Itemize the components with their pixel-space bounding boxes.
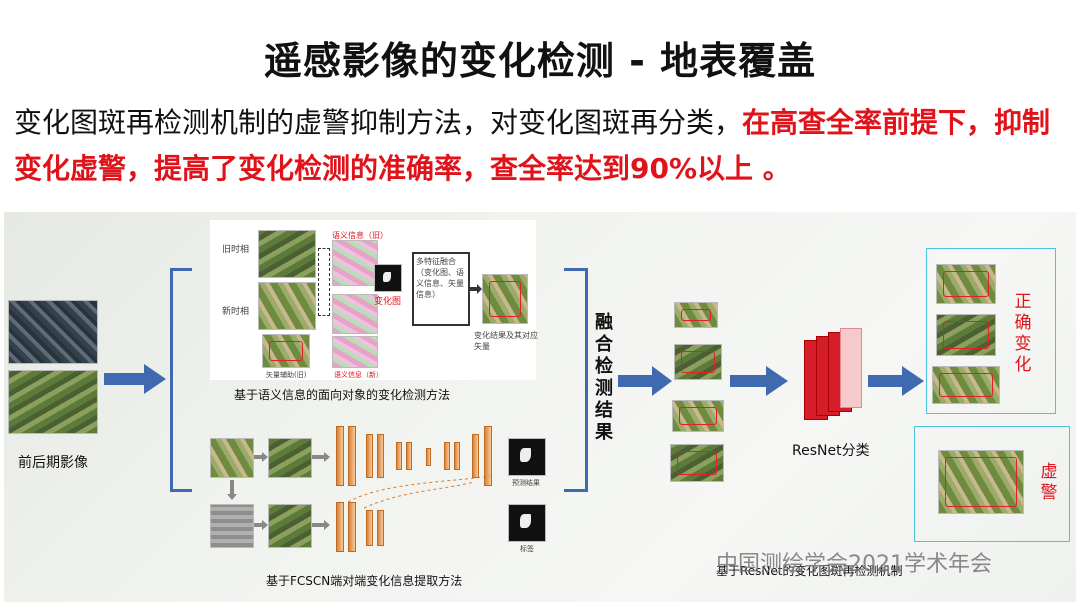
semantic-old-image — [332, 240, 378, 286]
ground-truth-label: 标签 — [520, 545, 534, 553]
fcscn-input-4 — [268, 504, 312, 548]
fcscn-arrow-4-icon — [312, 520, 330, 530]
intro-highlight-bold: 90% — [630, 152, 698, 185]
cnn-layer — [484, 426, 492, 486]
semantic-new-image — [332, 294, 378, 334]
input-images-label: 前后期影像 — [18, 455, 88, 471]
correct-change-patch-3 — [932, 366, 1000, 404]
old-phase-label: 旧时相 — [222, 245, 250, 255]
prediction-result-label: 预测结果 — [512, 479, 540, 487]
intro-highlight-2: 以上 。 — [697, 152, 791, 185]
cnn-layer — [472, 434, 479, 478]
new-phase-label: 新时相 — [222, 307, 250, 317]
cnn-layer — [377, 510, 384, 546]
method3-label: 基于ResNet的变化图斑再检测机制 — [716, 564, 903, 578]
skip-connections-icon — [347, 475, 491, 509]
cnn-layer — [348, 502, 356, 552]
old-phase-image — [258, 230, 316, 278]
prediction-result-image — [508, 438, 546, 476]
intro-text: 变化图斑再检测机制的虚警抑制方法，对变化图斑再分类，在高查全率前提下，抑制变化虚… — [14, 100, 1069, 192]
method-bracket-left — [170, 268, 192, 492]
input-image-before — [8, 300, 98, 364]
fusion-box-label: 多特征融合（变化图、语义信息、矢量信息） — [416, 257, 464, 299]
arrow-right-icon — [104, 364, 166, 394]
vector-aux-image — [262, 334, 310, 368]
false-alarm-box — [914, 426, 1070, 542]
cnn-layer — [396, 442, 402, 470]
candidate-patch-3 — [672, 400, 724, 432]
candidate-patch-2 — [674, 344, 722, 380]
cnn-layer — [336, 426, 344, 486]
cnn-layer — [454, 442, 460, 470]
intro-highlight-1: 在高查全率前提下，抑制变化虚警，提高了变化检测的准确率，查全率达到 — [14, 106, 1051, 185]
ground-truth-image — [508, 504, 546, 542]
diagram-panel: 前后期影像 旧时相 新时相 语义信息（旧） 变化图 多特征融合（变化图、语义信息… — [4, 212, 1076, 602]
fuse-result-label: 融合检测结果 — [595, 312, 613, 443]
vector-aux-label: 矢量辅助(旧) — [266, 371, 307, 379]
cnn-layer — [426, 448, 431, 466]
cnn-layer — [366, 434, 373, 478]
resnet-layer-light — [840, 328, 862, 408]
intro-normal: 变化图斑再检测机制的虚警抑制方法，对变化图斑再分类， — [14, 106, 743, 139]
page-title: 遥感影像的变化检测 - 地表覆盖 — [263, 39, 817, 83]
cnn-layer — [406, 442, 412, 470]
change-result-label: 变化结果及其对应矢量 — [474, 331, 538, 351]
arrow-right-icon — [618, 366, 672, 396]
fcscn-input-1 — [210, 438, 254, 478]
input-image-after — [8, 370, 98, 434]
semantic-old-label: 语义信息（旧） — [332, 231, 388, 240]
cnn-layer — [377, 434, 384, 478]
semantic-new-lower-image — [332, 336, 378, 368]
small-arrow-icon — [470, 284, 482, 294]
new-phase-image — [258, 282, 316, 330]
correct-change-patch-1 — [936, 264, 996, 304]
change-result-image — [482, 274, 528, 324]
correct-change-patch-2 — [936, 314, 996, 356]
arrow-right-icon — [730, 366, 788, 396]
candidate-patch-1 — [674, 302, 718, 328]
correct-change-label: 正确变化 — [1014, 292, 1032, 375]
cnn-layer — [444, 442, 450, 470]
change-map-image — [374, 264, 402, 292]
method2-label: 基于FCSCN端对端变化信息提取方法 — [266, 574, 463, 588]
fcscn-input-3 — [210, 504, 254, 548]
method-bracket-right — [564, 268, 588, 492]
cnn-layer — [348, 426, 356, 486]
fcscn-arrow-1-icon — [254, 452, 268, 462]
fcscn-arrow-3-icon — [254, 520, 268, 530]
fcscn-arrow-down-icon — [227, 480, 237, 500]
arrow-right-icon — [868, 366, 924, 396]
candidate-patch-4 — [670, 444, 724, 482]
cnn-layer — [366, 510, 373, 546]
semantic-new-label: 语义信息（新） — [334, 371, 383, 379]
cnn-layer — [336, 502, 344, 552]
correct-change-box — [926, 248, 1056, 414]
change-map-label: 变化图 — [374, 297, 402, 307]
false-alarm-label: 虚警 — [1040, 462, 1058, 503]
resnet-label: ResNet分类 — [792, 443, 870, 459]
method1-label: 基于语义信息的面向对象的变化检测方法 — [234, 388, 451, 402]
fcscn-arrow-2-icon — [312, 452, 330, 462]
conference-watermark: 中国测绘学会2021学术年会 — [716, 552, 992, 577]
false-alarm-patch — [938, 450, 1024, 514]
fcscn-input-2 — [268, 438, 312, 478]
semantic-segmentation-box — [318, 248, 330, 316]
fusion-box — [412, 252, 470, 326]
